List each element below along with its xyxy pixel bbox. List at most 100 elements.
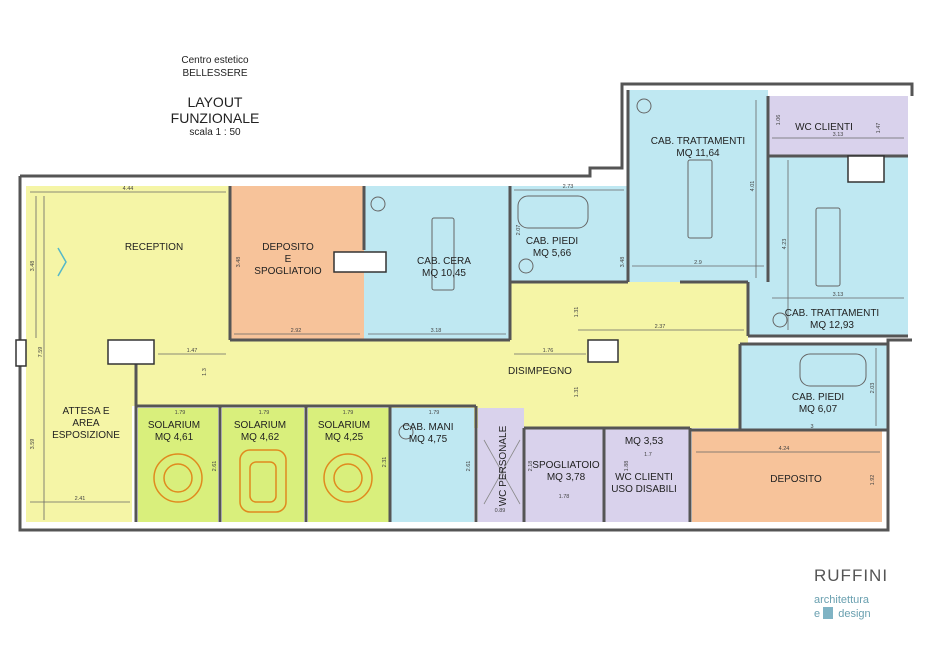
dim-188: 1.88 <box>624 461 630 472</box>
brand-name: RUFFINI <box>814 566 889 585</box>
room-cab-tratt-1 <box>628 90 768 282</box>
column-5 <box>15 339 27 367</box>
label-cab-tratt2-1: CAB. TRATTAMENTI <box>785 308 879 319</box>
dim-348b: 3.48 <box>236 257 242 268</box>
room-solarium-1 <box>138 408 218 522</box>
label-attesa-1: ATTESA E <box>62 406 109 417</box>
dim-106: 1.06 <box>776 115 782 126</box>
label-solarium2-2: MQ 4,62 <box>241 432 280 443</box>
room-cab-cera <box>364 186 510 340</box>
dim-29: 2.9 <box>694 260 702 266</box>
dim-147: 1.47 <box>187 348 198 354</box>
room-cab-tratt-2 <box>768 156 908 282</box>
label-solarium3-2: MQ 4,25 <box>325 432 364 443</box>
label-spogliatoio-2: MQ 3,78 <box>547 472 586 483</box>
label-cab-piedi2-1: CAB. PIEDI <box>792 392 844 403</box>
solarium-machines <box>153 449 373 513</box>
brand-sub-2-prefix: e <box>814 608 821 620</box>
room-solarium-3 <box>308 408 390 522</box>
dim-313a: 3.13 <box>833 132 844 138</box>
label-cab-tratt1-2: MQ 11,64 <box>676 148 720 159</box>
label-cab-cera-1: CAB. CERA <box>417 256 471 267</box>
column-1 <box>107 339 155 365</box>
column-2 <box>333 251 387 273</box>
label-cab-piedi1-2: MQ 5,66 <box>533 248 572 259</box>
dim-348a: 3.48 <box>30 261 36 272</box>
label-attesa-2: AREA <box>72 418 100 429</box>
dim-207: 2.07 <box>516 225 522 236</box>
label-cab-piedi1-1: CAB. PIEDI <box>526 236 578 247</box>
room-wc-personale <box>478 408 524 522</box>
brand-square-icon <box>823 607 834 619</box>
solarium-machine-2-inner <box>249 461 277 503</box>
label-deposito1-3: SPOGLIATOIO <box>254 266 322 277</box>
column-3 <box>587 339 619 363</box>
dim-237: 2.37 <box>655 324 666 330</box>
label-solarium2-1: SOLARIUM <box>234 420 286 431</box>
dim-131a: 1.31 <box>574 307 580 318</box>
room-cab-piedi-1 <box>510 186 628 282</box>
columns <box>15 155 885 367</box>
label-cab-mani-1: CAB. MANI <box>402 422 453 433</box>
brand-sub-2-row: e design <box>814 607 871 621</box>
room-cab-tratt-2b <box>748 282 908 336</box>
dim-179b: 1.79 <box>259 410 270 416</box>
label-reception: RECEPTION <box>125 242 183 253</box>
dim-147b: 1.47 <box>876 123 882 134</box>
sink-mani <box>398 424 414 440</box>
outer-wall-west <box>20 82 914 178</box>
sink-tratt-1 <box>636 98 652 114</box>
dim-444: 4.44 <box>123 186 134 192</box>
dim-424: 4.24 <box>779 446 790 452</box>
label-cab-piedi2-2: MQ 6,07 <box>799 404 838 415</box>
dim-13: 1.3 <box>202 368 208 376</box>
label-deposito1-1: DEPOSITO <box>262 242 314 253</box>
solarium-machine-3-inner <box>333 463 363 493</box>
dim-359: 3.59 <box>30 439 36 450</box>
room-cab-piedi-2 <box>740 344 888 430</box>
label-wc-clienti: WC CLIENTI <box>795 122 853 133</box>
label-wc-personale: WC PERSONALE <box>498 425 509 506</box>
dim-179c: 1.79 <box>343 410 354 416</box>
solarium-machine-1-inner <box>163 463 193 493</box>
brand-sub-2: design <box>838 608 871 620</box>
studio-line-1: Centro estetico <box>181 55 249 66</box>
room-cab-mani <box>390 408 474 522</box>
label-wc-disabili-0: MQ 3,53 <box>625 436 664 447</box>
room-spogliatoio <box>524 428 604 522</box>
solarium-machine-2 <box>239 449 287 513</box>
label-cab-tratt2-2: MQ 12,93 <box>810 320 854 331</box>
dim-179a: 1.79 <box>175 410 186 416</box>
bed-tratt-2 <box>815 207 841 287</box>
dim-241: 2.41 <box>75 496 86 502</box>
dim-423: 4.23 <box>782 239 788 250</box>
label-cab-tratt1-1: CAB. TRATTAMENTI <box>651 136 745 147</box>
dim-261b: 2.61 <box>466 461 472 472</box>
room-deposito-2 <box>692 430 882 522</box>
plan-title-line-1: LAYOUT <box>187 94 243 110</box>
dim-176: 1.76 <box>543 348 554 354</box>
dimension-lines <box>30 100 904 520</box>
dim-401: 4.01 <box>750 181 756 192</box>
dim-348c: 3.48 <box>620 257 626 268</box>
dim-192: 1.92 <box>870 475 876 486</box>
label-solarium1-1: SOLARIUM <box>148 420 200 431</box>
column-4 <box>847 155 885 183</box>
dim-318: 3.18 <box>431 328 442 334</box>
bed-tratt-1 <box>687 159 713 239</box>
dim-218: 2.18 <box>528 461 534 472</box>
plan-scale: scala 1 : 50 <box>189 127 241 138</box>
sink-cera <box>370 196 386 212</box>
studio-line-2: BELLESSERE <box>182 68 248 79</box>
entrance-arrow-icon <box>57 247 67 277</box>
room-wc-disabili <box>604 428 690 522</box>
dim-759: 7.59 <box>38 347 44 358</box>
solarium-machine-3 <box>323 453 373 503</box>
chair-piedi-2 <box>799 353 867 387</box>
label-cab-mani-2: MQ 4,75 <box>409 434 448 445</box>
dim-178: 1.78 <box>559 494 570 500</box>
label-attesa-3: ESPOSIZIONE <box>52 430 120 441</box>
plan-title: LAYOUT FUNZIONALE scala 1 : 50 <box>150 94 280 140</box>
x-cross-wc-2 <box>483 439 521 505</box>
label-solarium3-1: SOLARIUM <box>318 420 370 431</box>
